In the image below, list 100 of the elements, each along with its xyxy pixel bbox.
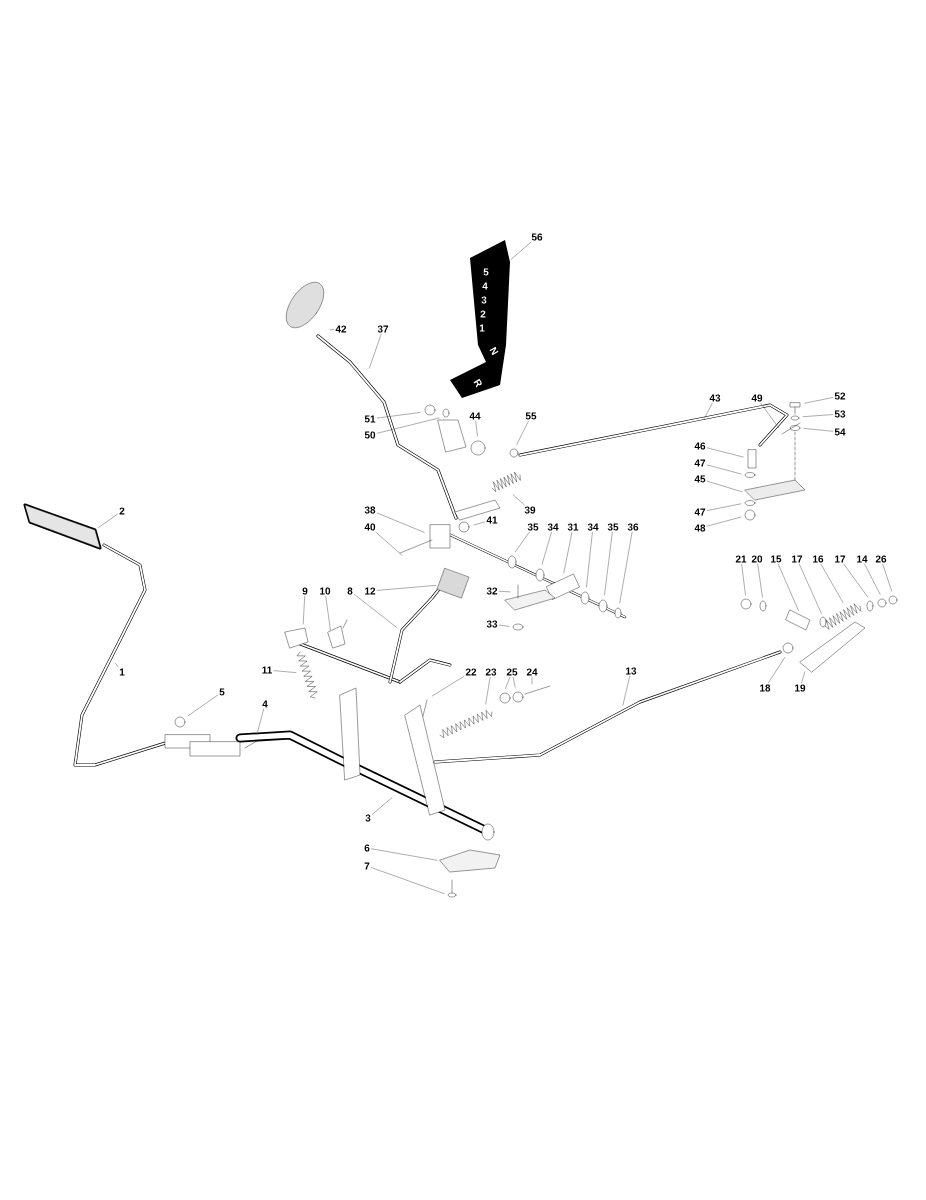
gear-position-label: R [473,378,482,388]
callout-number: 39 [524,506,536,514]
callout-number: 47 [694,508,706,516]
leader-line [302,596,305,625]
leader-line [541,532,552,565]
gear-position-label: 3 [481,296,487,304]
callout-number: 50 [364,431,376,439]
leader-line [707,503,742,511]
callout-number: 22 [465,668,477,676]
callout-number: 34 [587,523,599,531]
callout-number: 7 [364,862,370,870]
leader-line [377,417,440,434]
leader-line [432,676,464,697]
callout-number: 20 [751,555,763,563]
callout-number: 17 [835,555,846,563]
leader-line [371,867,445,894]
leader-line [516,420,529,445]
leader-line [499,591,511,593]
leader-line [273,670,297,673]
leader-line [115,662,119,668]
callout-number: 36 [627,523,639,531]
callout-number: 2 [119,507,125,515]
leader-line [371,848,438,861]
gear-position-label: 5 [483,268,489,276]
callout-number: 23 [485,668,497,676]
leader-line [803,428,833,432]
callout-number: 13 [626,667,637,675]
callout-number: 55 [525,412,537,420]
leader-line [377,512,425,533]
leader-line [354,594,398,628]
leader-line [820,564,844,603]
gear-position-label: 2 [480,310,486,318]
callout-number: 24 [526,668,538,676]
callout-number: 8 [347,587,353,595]
callout-number: 41 [486,516,498,524]
callout-number: 6 [364,844,370,852]
leader-line [473,521,485,526]
leader-line [515,532,530,552]
callout-number: 9 [302,587,308,595]
callout-number: 14 [857,555,868,563]
leader-line [768,657,786,683]
callout-number: 11 [262,666,272,674]
leader-line [499,624,510,627]
leader-line [531,676,533,685]
gear-position-label: N [489,346,499,356]
callout-number: 37 [377,325,389,333]
callout-number: 26 [875,555,887,563]
callout-number: 43 [709,394,721,402]
callout-number: 49 [751,394,763,402]
callout-number: 35 [527,523,539,531]
callout-number: 47 [694,459,706,467]
callout-number: 19 [795,684,806,692]
callout-number: 34 [547,523,559,531]
leader-line [256,708,264,735]
leader-line [98,513,118,528]
leader-line [505,677,511,689]
leader-line [802,414,833,417]
callout-number: 17 [792,555,803,563]
callout-number: 54 [834,428,846,436]
callout-number: 33 [486,620,498,628]
leader-line [329,329,334,330]
leader-line [619,532,633,604]
leader-line [586,532,593,588]
callout-number: 48 [694,524,706,532]
callout-number: 12 [365,587,376,595]
leader-line [707,464,742,475]
callout-number: 32 [486,587,498,595]
callout-number: 38 [364,506,376,514]
leader-line [804,397,833,404]
leader-line [188,694,218,716]
leader-line [843,563,868,598]
callout-number: 44 [469,412,481,420]
callout-number: 25 [506,668,518,676]
leader-line [707,447,744,458]
callout-number: 16 [813,555,824,563]
callout-number: 4 [262,700,268,708]
leader-line [369,334,382,369]
leader-line [741,563,746,596]
leader-line [475,420,478,437]
leader-line [377,412,421,419]
leader-line [510,242,532,260]
gear-position-label: 1 [479,324,485,332]
callout-number: 42 [335,325,347,333]
callout-number: 21 [735,555,747,563]
leader-line [325,596,331,631]
leader-line [757,564,763,598]
leader-line [563,532,573,574]
callout-number: 56 [531,233,543,241]
callout-number: 1 [119,668,125,676]
leader-line [801,671,806,683]
callout-number: 35 [607,523,619,531]
leader-line [377,585,437,591]
leader-line [512,494,525,505]
leader-line [485,677,491,705]
callout-number: 15 [771,555,782,563]
gear-position-label: 4 [482,282,488,290]
callout-number: 40 [364,523,376,531]
leader-line [512,677,516,688]
leader-line [760,403,779,429]
callout-number: 3 [365,814,371,822]
